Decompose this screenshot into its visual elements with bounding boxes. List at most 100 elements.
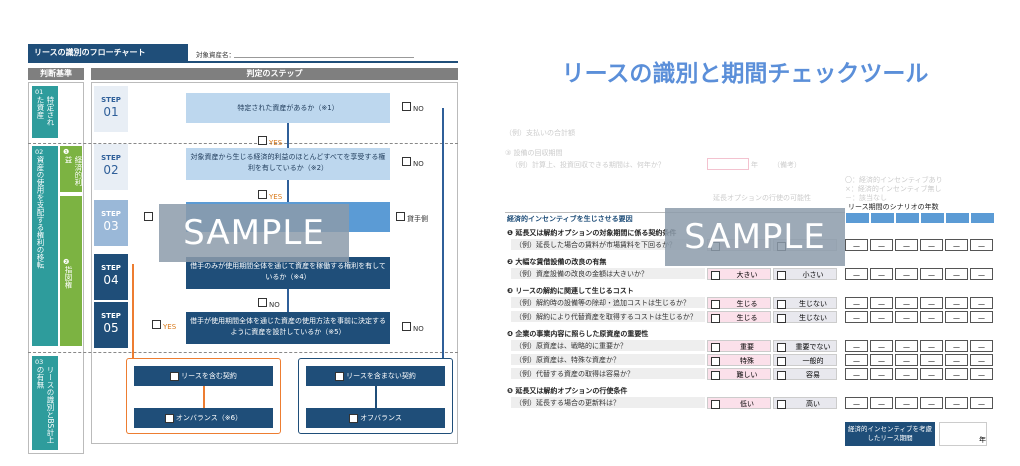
scenario-cell[interactable]: — — [845, 311, 868, 323]
step-05-yes[interactable]: YES — [152, 314, 176, 333]
checkbox-icon[interactable] — [144, 212, 153, 221]
scenario-cell[interactable]: — — [845, 239, 868, 251]
scenario-cell[interactable]: — — [970, 268, 993, 280]
scenario-cell[interactable]: — — [970, 297, 993, 309]
checkbox-icon[interactable] — [258, 298, 267, 307]
checkbox-icon[interactable] — [396, 212, 405, 221]
scenario-cell[interactable]: — — [845, 397, 868, 409]
scenario-cell[interactable]: — — [870, 239, 893, 251]
checkbox-icon[interactable] — [777, 357, 786, 366]
checkbox-icon[interactable] — [402, 102, 411, 111]
scenario-cell[interactable]: — — [870, 268, 893, 280]
result-off-balance[interactable]: オフバランス — [306, 408, 445, 428]
scenario-cell[interactable]: — — [920, 297, 943, 309]
scenario-cell[interactable]: — — [970, 340, 993, 352]
scenario-cell[interactable]: — — [895, 340, 918, 352]
option-opt2[interactable]: 一般的 — [773, 354, 837, 366]
scenario-cell[interactable]: — — [945, 239, 968, 251]
checkbox-icon[interactable] — [711, 357, 720, 366]
scenario-cell[interactable]: — — [870, 354, 893, 366]
scenario-cell[interactable]: — — [895, 297, 918, 309]
checkbox-icon[interactable] — [402, 322, 411, 331]
checkbox-icon[interactable] — [164, 413, 174, 423]
scenario-cell[interactable]: — — [920, 340, 943, 352]
option-opt1[interactable]: 低い — [707, 397, 771, 409]
scenario-cell[interactable]: — — [920, 368, 943, 380]
checkbox-icon[interactable] — [170, 371, 180, 381]
option-opt2[interactable]: 容易 — [773, 368, 837, 380]
scenario-cell[interactable]: — — [870, 397, 893, 409]
checkbox-icon[interactable] — [777, 371, 786, 380]
option-opt2[interactable]: 小さい — [773, 268, 837, 280]
scenario-cell[interactable]: — — [895, 311, 918, 323]
option-opt1[interactable]: 特殊 — [707, 354, 771, 366]
asset-name-field[interactable] — [234, 57, 414, 58]
step-05-no[interactable]: NO — [402, 316, 424, 335]
result-on-balance[interactable]: オンバランス（※6） — [134, 408, 273, 428]
checkbox-icon[interactable] — [711, 400, 720, 409]
scenario-cell[interactable]: — — [845, 354, 868, 366]
scenario-cell[interactable]: — — [970, 239, 993, 251]
scenario-cell[interactable]: — — [895, 268, 918, 280]
checkbox-icon[interactable] — [777, 271, 786, 280]
scenario-cell[interactable]: — — [920, 354, 943, 366]
option-opt1[interactable]: 重要 — [707, 340, 771, 352]
scenario-cell[interactable]: — — [945, 397, 968, 409]
scenario-cell[interactable]: — — [945, 297, 968, 309]
checkbox-icon[interactable] — [258, 190, 267, 199]
checkbox-icon[interactable] — [349, 413, 359, 423]
checkbox-icon[interactable] — [402, 157, 411, 166]
scenario-cell[interactable]: — — [945, 340, 968, 352]
scenario-cell[interactable]: — — [845, 268, 868, 280]
scenario-cell[interactable]: — — [895, 368, 918, 380]
scenario-cell[interactable]: — — [945, 354, 968, 366]
scenario-cell[interactable]: — — [870, 297, 893, 309]
option-opt2[interactable]: 重要でない — [773, 340, 837, 352]
scenario-cell[interactable]: — — [945, 268, 968, 280]
step-03-lessee[interactable]: 貸手側 — [396, 206, 428, 225]
scenario-cell[interactable]: — — [920, 268, 943, 280]
option-opt1[interactable]: 生じる — [707, 297, 771, 309]
scenario-cell[interactable]: — — [945, 311, 968, 323]
scenario-cell[interactable]: — — [945, 368, 968, 380]
scenario-cell[interactable]: — — [845, 340, 868, 352]
checkbox-icon[interactable] — [777, 343, 786, 352]
option-opt2[interactable]: 生じない — [773, 297, 837, 309]
checkbox-icon[interactable] — [711, 271, 720, 280]
scenario-cell[interactable]: — — [970, 311, 993, 323]
scenario-cell[interactable]: — — [895, 397, 918, 409]
step-01-no[interactable]: NO — [402, 96, 424, 115]
result-no-lease[interactable]: リースを含まない契約 — [306, 366, 445, 386]
scenario-cell[interactable]: — — [895, 239, 918, 251]
option-opt1[interactable]: 難しい — [707, 368, 771, 380]
scenario-cell[interactable]: — — [845, 297, 868, 309]
faint-input[interactable] — [707, 158, 749, 170]
scenario-cell[interactable]: — — [970, 368, 993, 380]
checkbox-icon[interactable] — [152, 320, 161, 329]
checkbox-icon[interactable] — [777, 314, 786, 323]
checkbox-icon[interactable] — [711, 300, 720, 309]
checkbox-icon[interactable] — [258, 136, 267, 145]
checkbox-icon[interactable] — [711, 343, 720, 352]
scenario-cell[interactable]: — — [970, 354, 993, 366]
checkbox-icon[interactable] — [711, 371, 720, 380]
step-03-checkbox[interactable] — [144, 206, 155, 225]
option-opt2[interactable]: 高い — [773, 397, 837, 409]
option-opt1[interactable]: 生じる — [707, 311, 771, 323]
footer-years-input[interactable] — [939, 422, 987, 446]
step-02-yes[interactable]: YES — [258, 184, 282, 203]
scenario-cell[interactable]: — — [920, 311, 943, 323]
option-opt2[interactable]: 生じない — [773, 311, 837, 323]
checkbox-icon[interactable] — [335, 371, 345, 381]
scenario-cell[interactable]: — — [970, 397, 993, 409]
scenario-cell[interactable]: — — [870, 368, 893, 380]
scenario-cell[interactable]: — — [845, 368, 868, 380]
checkbox-icon[interactable] — [777, 400, 786, 409]
scenario-cell[interactable]: — — [870, 311, 893, 323]
scenario-cell[interactable]: — — [895, 354, 918, 366]
step-04-no[interactable]: NO — [258, 292, 280, 311]
step-01-yes[interactable]: YES — [258, 130, 282, 149]
scenario-cell[interactable]: — — [870, 340, 893, 352]
step-02-no[interactable]: NO — [402, 151, 424, 170]
scenario-cell[interactable]: — — [920, 239, 943, 251]
